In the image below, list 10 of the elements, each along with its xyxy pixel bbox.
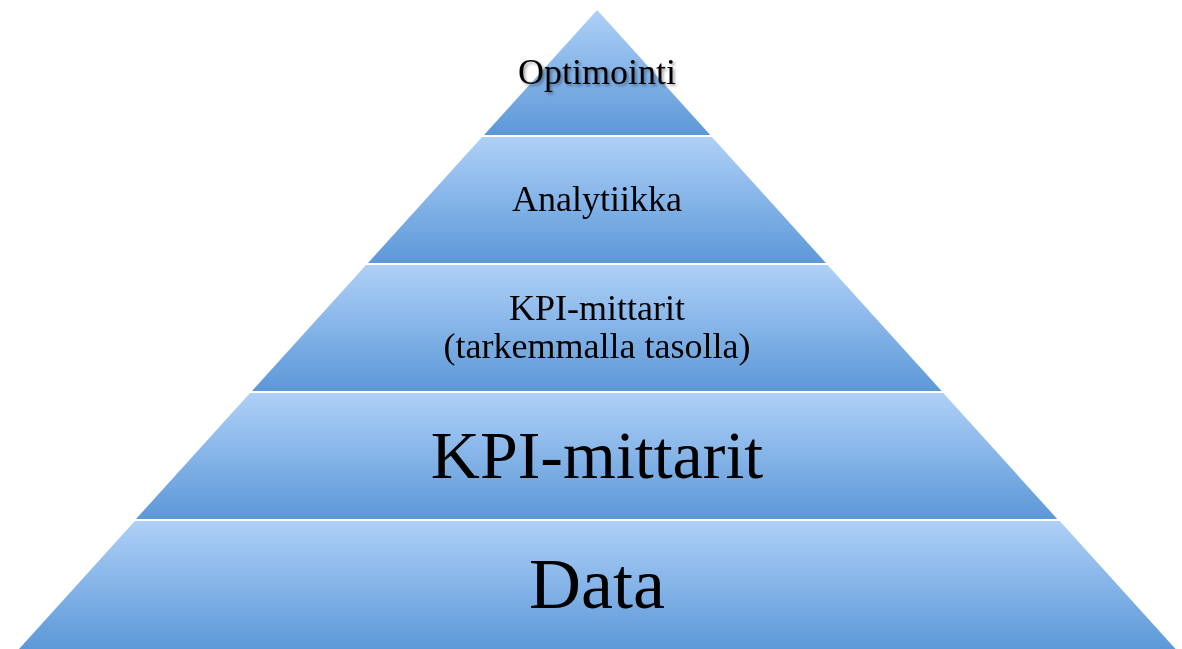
tier-label: Optimointi [518, 53, 676, 92]
tier-label: KPI-mittarit (tarkemmalla tasolla) [442, 290, 752, 366]
tier-label: Analytiikka [512, 181, 682, 219]
pyramid-tier [368, 137, 826, 263]
pyramid-tier [136, 393, 1058, 519]
pyramid-tier [252, 265, 942, 391]
tier-label: KPI-mittarit [430, 420, 764, 492]
tier-label: Data [529, 547, 665, 623]
pyramid-apex [483, 10, 711, 135]
pyramid-tier [18, 521, 1176, 649]
